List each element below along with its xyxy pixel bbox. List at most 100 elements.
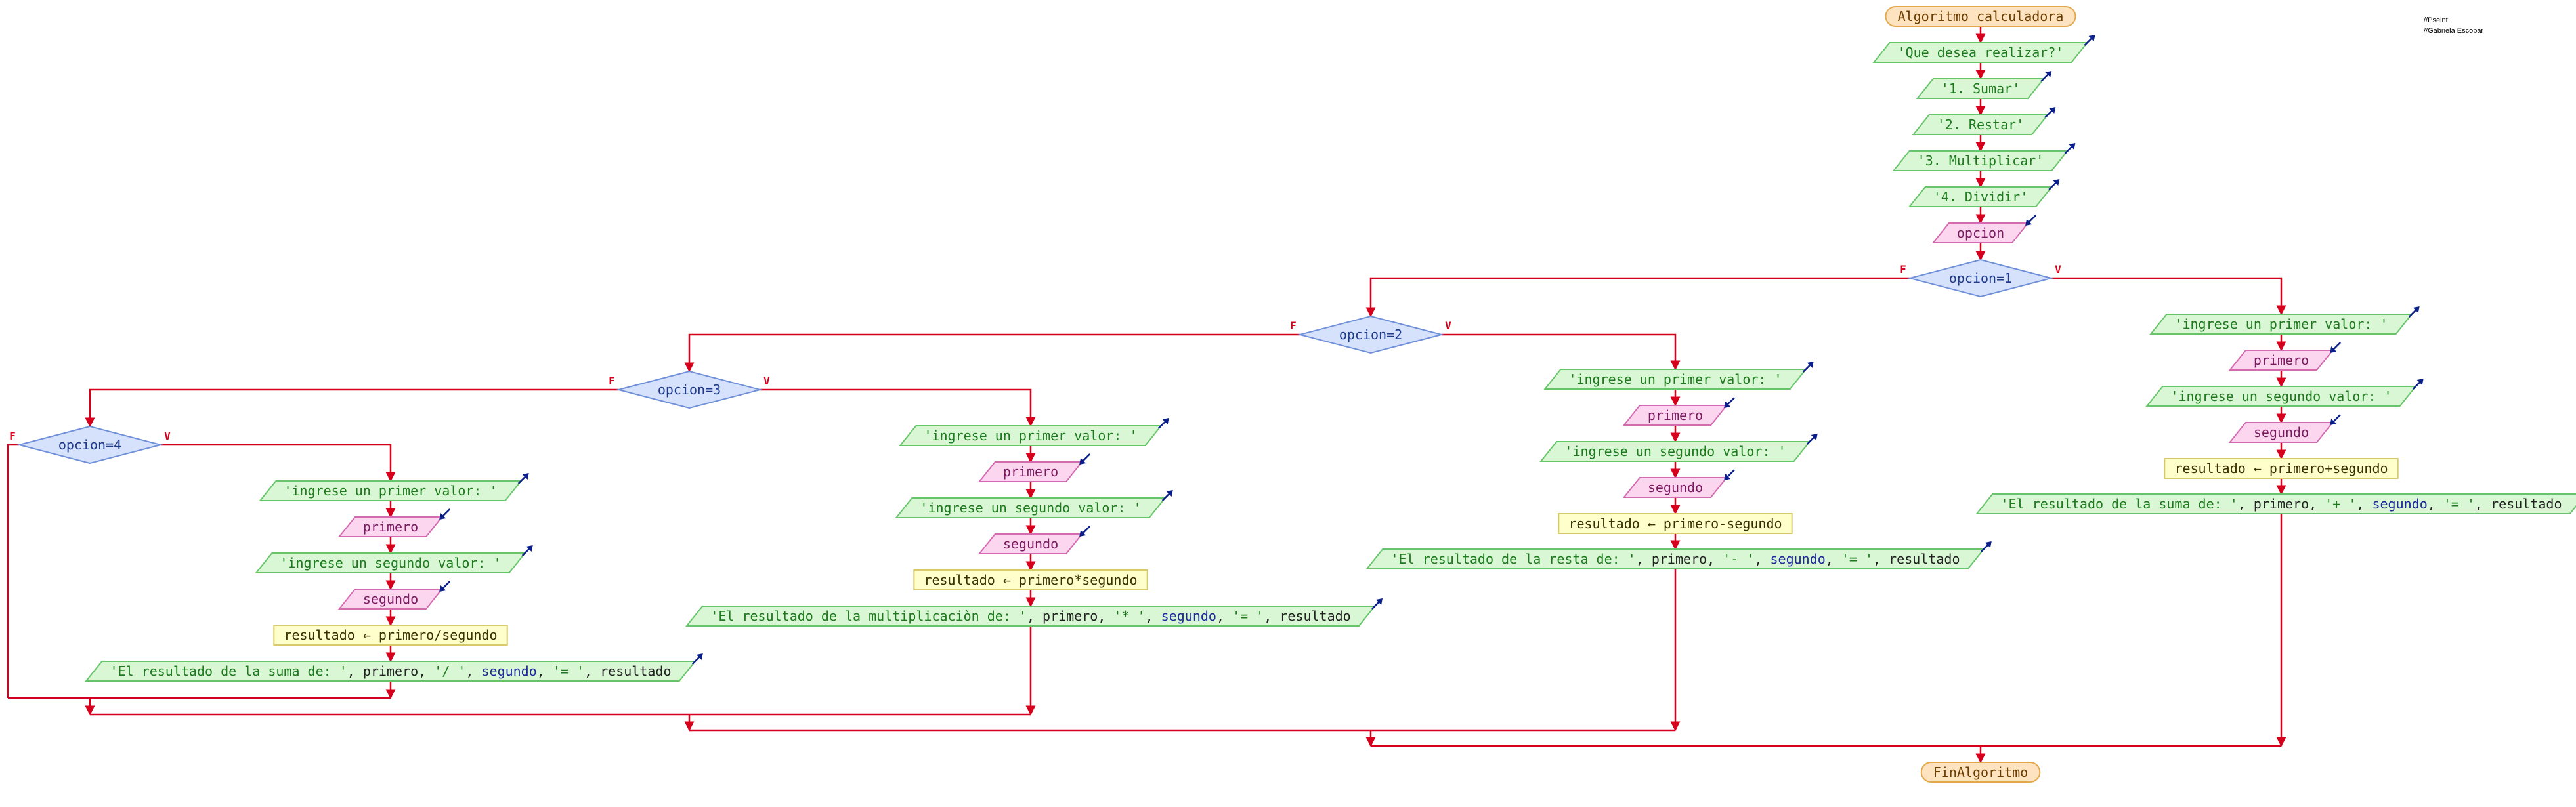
process-4: resultado ← primero/segundo [284,627,497,643]
menu-input-shape [1931,222,2030,243]
menu-output-5-shape [1908,186,2053,207]
prompt-second-3-shape [895,497,1167,518]
output-arrowhead-icon [2416,379,2424,385]
prompt-first-3-shape [899,425,1163,446]
input-arrowhead-icon [1724,402,1731,408]
result-output-4: 'El resultado de la suma de: ', primero,… [110,663,672,679]
input-first-2: primero [1648,407,1703,423]
input-arrowhead-icon [1724,474,1731,480]
decision-4-shape [16,425,163,465]
menu-output-5: '4. Dividir' [1933,189,2029,205]
comment-pseint: //Pseint [2424,16,2448,24]
menu-output-4: '3. Multiplicar' [1918,153,2044,169]
process-4-shape [273,625,508,646]
output-arrowhead-icon [2049,107,2056,114]
input-first-3-shape [977,461,1084,482]
input-second-1-shape [2228,422,2334,443]
start-terminal-shape [1885,6,2076,27]
label-false-2: F [1290,320,1297,332]
label-false-1: F [1900,263,1906,276]
label-true-4: V [164,430,171,442]
input-arrowhead-icon [439,513,446,520]
flow-connector [684,333,1300,373]
prompt-first-2-shape [1543,369,1807,390]
menu-output-4-shape [1892,150,2069,171]
prompt-second-2: 'ingrese un segundo valor: ' [1564,444,1786,459]
input-first-3: primero [1003,464,1058,480]
decision-1-shape [1907,259,2054,298]
input-arrowhead-icon [439,585,446,592]
result-output-1: 'El resultado de la suma de: ', primero,… [2001,496,2562,512]
output-arrowhead-icon [1807,362,1814,368]
process-2: resultado ← primero-segundo [1568,516,1782,531]
menu-output-1-shape [1872,42,2089,63]
flow-connector [85,388,618,428]
input-second-4-shape [337,589,444,610]
prompt-second-3: 'ingrese un segundo valor: ' [920,500,1141,516]
flow-connector [2051,277,2286,316]
decision-4: opcion=4 [58,437,121,453]
input-arrowhead-icon [1079,530,1086,537]
process-1: resultado ← primero+segundo [2174,461,2388,476]
comment-author: //Gabriela Escobar [2424,27,2484,35]
prompt-second-4-shape [255,552,526,573]
result-output-2: 'El resultado de la resta de: ', primero… [1390,551,1960,567]
prompt-first-1: 'ingrese un primer valor: ' [2174,316,2388,332]
output-arrowhead-icon [1811,434,1818,440]
input-first-1-shape [2228,350,2334,371]
output-arrowhead-icon [2069,143,2076,150]
end-terminal: FinAlgoritmo [1933,764,2029,780]
result-output-1-shape [1975,493,2576,514]
input-first-4: primero [363,519,418,535]
input-arrowhead-icon [2330,346,2337,353]
label-true-2: V [1445,320,1451,332]
menu-input: opcion [1957,225,2004,241]
label-false-3: F [609,375,615,387]
input-arrowhead-icon [1079,458,1086,465]
prompt-second-1-shape [2145,386,2417,407]
process-2-shape [1558,513,1793,534]
input-first-1: primero [2254,352,2309,368]
label-true-3: V [763,375,770,387]
menu-output-3-shape [1912,114,2050,135]
input-second-2-shape [1622,477,1728,498]
menu-output-2-shape [1916,78,2046,99]
output-arrowhead-icon [526,545,533,552]
input-second-2: segundo [1648,480,1703,495]
input-second-3-shape [977,533,1084,554]
start-terminal: Algoritmo calculadora [1898,9,2064,24]
input-second-4: segundo [363,591,418,607]
process-3-shape [913,569,1148,590]
input-first-4-shape [337,516,444,537]
flow-connector [1442,333,1681,371]
decision-2: opcion=2 [1339,327,1402,342]
flow-connector [1365,277,1910,318]
output-arrowhead-icon [1376,598,1383,605]
output-arrowhead-icon [1985,541,1992,548]
output-arrowhead-icon [1166,490,1173,497]
flow-connector [7,444,19,698]
input-second-1: segundo [2254,424,2309,440]
prompt-first-1-shape [2149,314,2413,335]
prompt-second-2-shape [1539,441,1811,462]
prompt-first-4: 'ingrese un primer valor: ' [284,483,497,499]
decision-3: opcion=3 [658,382,721,398]
result-output-4-shape [85,661,697,682]
decision-3-shape [616,370,763,409]
flow-connector [161,444,396,482]
label-false-4: F [9,430,16,442]
output-arrowhead-icon [696,653,703,660]
prompt-second-1: 'ingrese un segundo valor: ' [2170,388,2392,404]
process-1-shape [2164,458,2399,479]
end-terminal-shape [1920,762,2041,783]
input-first-2-shape [1622,405,1728,426]
menu-output-2: '1. Sumar' [1941,81,2020,96]
result-output-3-shape [685,606,1377,627]
prompt-first-2: 'ingrese un primer valor: ' [1568,371,1782,387]
decision-2-shape [1297,315,1444,354]
flow-connector [760,388,1036,427]
output-arrowhead-icon [2045,71,2052,77]
input-arrowhead-icon [2330,419,2337,425]
prompt-first-3: 'ingrese un primer valor: ' [924,428,1137,444]
